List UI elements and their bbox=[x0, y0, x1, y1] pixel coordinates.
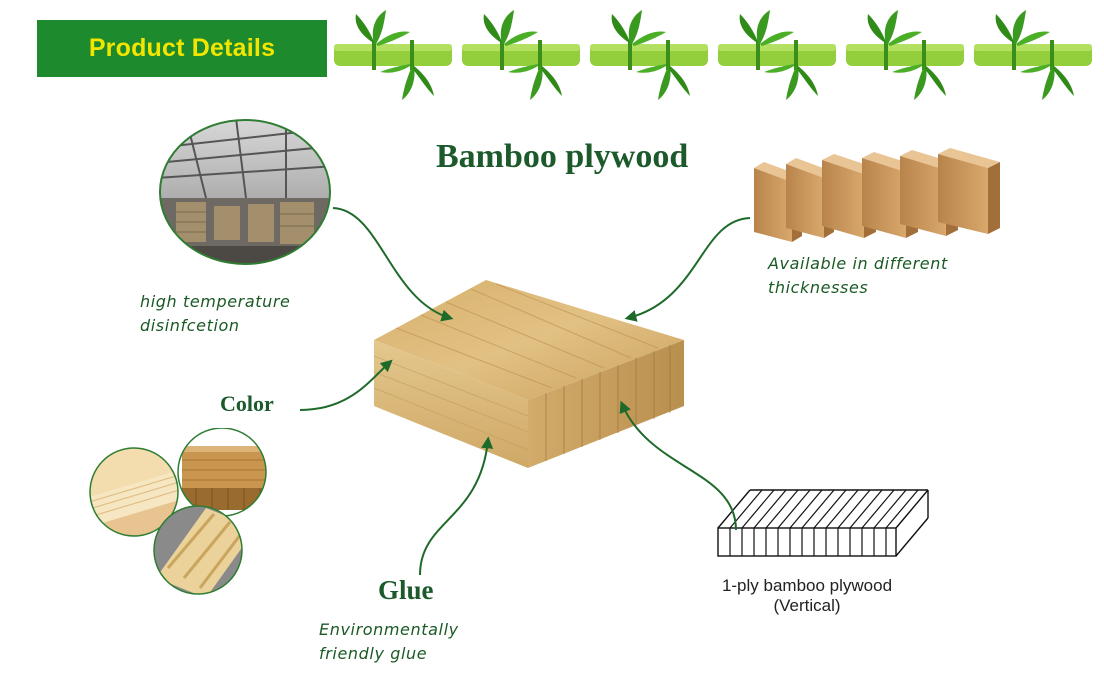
color-samples bbox=[89, 428, 267, 595]
glue-description-line1: Environmentally bbox=[319, 620, 459, 639]
product-details-title: Product Details bbox=[88, 34, 276, 62]
glue-description: Environmentally friendly glue bbox=[319, 618, 459, 666]
arrow-thickness bbox=[624, 217, 751, 322]
arrow-vertical-ply bbox=[619, 400, 737, 531]
arrow-color bbox=[299, 359, 393, 411]
arrow-disinfection bbox=[332, 207, 454, 322]
vertical-ply-diagram bbox=[717, 489, 929, 557]
ply-caption-line2: (Vertical) bbox=[773, 596, 841, 615]
glue-description-line2: friendly glue bbox=[319, 644, 428, 663]
thickness-label: Available in different thicknesses bbox=[768, 252, 948, 300]
product-name-title: Bamboo plywood bbox=[436, 138, 689, 175]
arrow-glue bbox=[419, 436, 494, 576]
glue-label: Glue bbox=[378, 575, 434, 605]
thickness-label-line2: thicknesses bbox=[768, 278, 869, 297]
ply-caption-line1: 1-ply bamboo plywood bbox=[721, 576, 893, 595]
thickness-samples-photo bbox=[754, 148, 1000, 242]
ply-caption: 1-ply bamboo plywood (Vertical) bbox=[700, 576, 914, 616]
thickness-label-line1: Available in different bbox=[768, 254, 948, 273]
factory-photo bbox=[159, 119, 331, 265]
disinfection-label-line2: disinfcetion bbox=[140, 316, 240, 335]
product-details-banner: Product Details bbox=[37, 20, 327, 77]
disinfection-label-line1: high temperature bbox=[140, 292, 291, 311]
natural-color-sample bbox=[90, 448, 178, 536]
carbonized-color-sample bbox=[178, 428, 266, 516]
disinfection-label: high temperature disinfcetion bbox=[140, 290, 291, 338]
mixed-color-sample bbox=[154, 506, 242, 594]
color-label: Color bbox=[220, 391, 274, 416]
